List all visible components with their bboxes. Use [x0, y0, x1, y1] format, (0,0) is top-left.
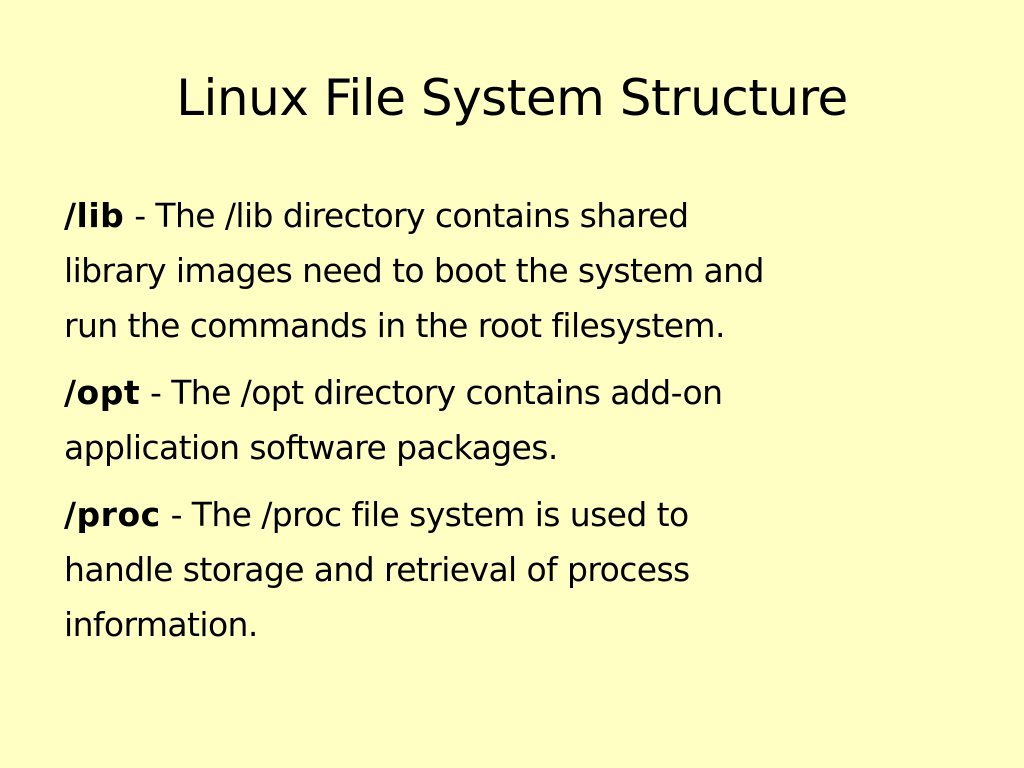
definition-item-opt: /opt - The /opt directory contains add-o… — [64, 365, 964, 475]
definition-text: - The /opt directory contains add-on — [140, 373, 723, 412]
definition-item-proc: /proc - The /proc file system is used to… — [64, 487, 964, 652]
directory-term: /opt — [64, 373, 141, 412]
definition-text: run the commands in the root filesystem. — [64, 306, 725, 345]
definition-text: - The /lib directory contains shared — [124, 196, 689, 235]
definition-text: handle storage and retrieval of process — [64, 550, 690, 589]
definition-text: - The /proc file system is used to — [160, 495, 690, 534]
definition-item-lib: /lib - The /lib directory contains share… — [64, 188, 964, 353]
directory-term: /proc — [64, 495, 161, 534]
directory-term: /lib — [64, 196, 125, 235]
definition-text: library images need to boot the system a… — [64, 251, 764, 290]
slide-body: /lib - The /lib directory contains share… — [64, 188, 964, 664]
slide-title: Linux File System Structure — [176, 69, 848, 127]
definition-text: application software packages. — [64, 428, 558, 467]
definition-text: information. — [64, 605, 258, 644]
